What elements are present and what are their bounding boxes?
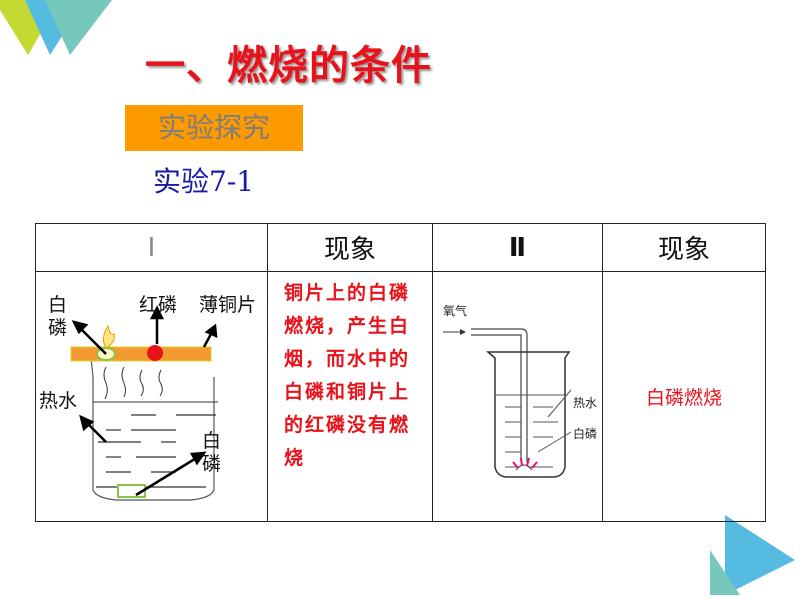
header-phenomenon-2: 现象 (602, 223, 766, 272)
observation-1: 铜片上的白磷燃烧，产生白烟，而水中的白磷和铜片上的红磷没有燃烧 (267, 271, 433, 522)
label-white-phosphorus-water: 白磷 (202, 430, 222, 475)
header-I: Ⅰ (35, 223, 268, 272)
label-hot-water: 热水 (39, 390, 78, 412)
oxygen-beaker-diagram (443, 328, 572, 478)
slide-title: 一、燃烧的条件 (145, 43, 432, 89)
corner-decoration-top (0, 0, 112, 55)
experiment-subtitle: 实验7-1 (153, 165, 255, 198)
header-phenomenon-1: 现象 (267, 223, 433, 272)
diagram-2-cell: 氧气 热水 白磷 (432, 271, 603, 522)
label-white-phosphorus-top: 白磷 (48, 294, 68, 339)
observation-2: 白磷燃烧 (602, 271, 766, 522)
label-white-phosphorus-2: 白磷 (573, 427, 598, 441)
label-oxygen: 氧气 (443, 304, 468, 318)
beaker-copper-diagram (70, 305, 218, 501)
corner-decoration-bottom (710, 515, 795, 595)
experiment-badge: 实验探究 (125, 105, 303, 151)
label-red-phosphorus: 红磷 (139, 294, 178, 316)
label-hot-water-2: 热水 (573, 396, 598, 410)
experiment-table: Ⅰ 现象 Ⅱ 现象 白磷 红磷 薄铜片 热水 白磷 铜片上的白磷燃烧，产生白烟，… (35, 223, 766, 522)
diagram-1-cell: 白磷 红磷 薄铜片 热水 白磷 (35, 271, 268, 522)
label-copper-sheet: 薄铜片 (199, 294, 257, 316)
header-II: Ⅱ (432, 223, 603, 272)
